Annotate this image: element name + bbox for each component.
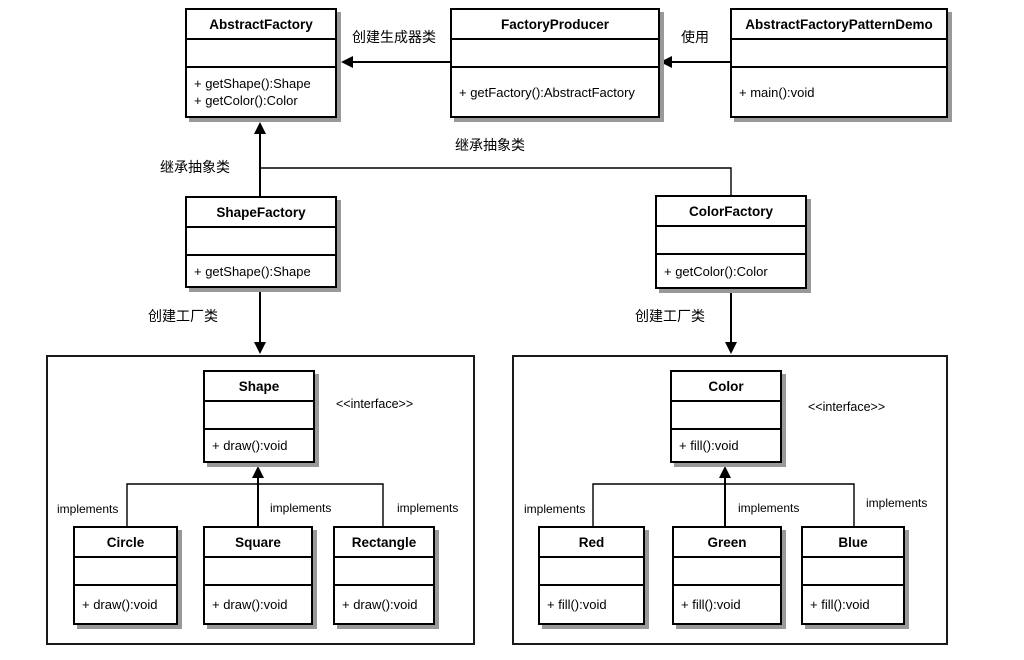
method-item: + fill():void: [681, 597, 741, 612]
edge-label-create-generator: 创建生成器类: [352, 29, 436, 45]
method-item: + getFactory():AbstractFactory: [459, 84, 635, 100]
fields-compartment: [187, 40, 335, 68]
edge-label-implements-red: implements: [524, 502, 586, 516]
class-title: Square: [205, 528, 311, 558]
arrow-demo-to-producer: [660, 56, 730, 68]
method-item: + main():void: [739, 84, 815, 100]
implements-connector-colors: [592, 466, 855, 526]
fields-compartment: [205, 558, 311, 586]
edge-label-create-factory-right: 创建工厂类: [635, 308, 705, 324]
class-box-rectangle: Rectangle + draw():void: [333, 526, 435, 625]
class-title: Shape: [205, 372, 313, 402]
fields-compartment: [187, 228, 335, 256]
class-box-abstract-factory: AbstractFactory + getShape():Shape + get…: [185, 8, 337, 118]
method-item: + fill():void: [547, 597, 607, 612]
method-item: + draw():void: [212, 438, 288, 453]
class-box-shape-factory: ShapeFactory + getShape():Shape: [185, 196, 337, 288]
class-box-blue: Blue + fill():void: [801, 526, 905, 625]
class-title: ColorFactory: [657, 197, 805, 227]
methods-compartment: + draw():void: [75, 586, 176, 623]
class-box-square: Square + draw():void: [203, 526, 313, 625]
edge-label-inherit-abstract-right: 继承抽象类: [455, 137, 525, 153]
edge-label-create-factory-left: 创建工厂类: [148, 308, 218, 324]
method-item: + draw():void: [342, 597, 418, 612]
fields-compartment: [540, 558, 643, 586]
fields-compartment: [205, 402, 313, 430]
class-title: AbstractFactoryPatternDemo: [732, 10, 946, 40]
methods-compartment: + main():void: [732, 68, 946, 116]
method-item: + draw():void: [212, 597, 288, 612]
class-box-circle: Circle + draw():void: [73, 526, 178, 625]
method-item: + draw():void: [82, 597, 158, 612]
edge-label-use: 使用: [681, 29, 709, 45]
edge-label-implements-circle: implements: [57, 502, 119, 516]
class-title: Blue: [803, 528, 903, 558]
color-group-frame: [512, 355, 948, 645]
fields-compartment: [75, 558, 176, 586]
arrow-colorfactory-to-color-group: [725, 291, 737, 354]
edge-label-implements-square: implements: [270, 501, 332, 515]
stereotype-interface-color: <<interface>>: [808, 400, 886, 414]
class-title: Color: [672, 372, 780, 402]
class-box-factory-producer: FactoryProducer + getFactory():AbstractF…: [450, 8, 660, 118]
edge-label-implements-green: implements: [738, 501, 800, 515]
edge-label-implements-rectangle: implements: [397, 501, 459, 515]
class-title: ShapeFactory: [187, 198, 335, 228]
methods-compartment: + draw():void: [335, 586, 433, 623]
methods-compartment: + fill():void: [540, 586, 643, 623]
arrow-shapefactory-to-shape-group: [254, 290, 266, 354]
fields-compartment: [672, 402, 780, 430]
class-title: Rectangle: [335, 528, 433, 558]
methods-compartment: + getColor():Color: [657, 255, 805, 287]
class-title: Circle: [75, 528, 176, 558]
class-box-demo: AbstractFactoryPatternDemo + main():void: [730, 8, 948, 118]
method-item: + fill():void: [810, 597, 870, 612]
class-title: FactoryProducer: [452, 10, 658, 40]
methods-compartment: + getFactory():AbstractFactory: [452, 68, 658, 116]
class-box-color-interface: Color + fill():void: [670, 370, 782, 463]
implements-connector-shapes: [126, 466, 384, 526]
class-title: Red: [540, 528, 643, 558]
class-box-green: Green + fill():void: [672, 526, 782, 625]
methods-compartment: + fill():void: [672, 430, 780, 461]
shape-group-frame: [46, 355, 475, 645]
method-item: + getColor():Color: [194, 93, 298, 108]
class-box-color-factory: ColorFactory + getColor():Color: [655, 195, 807, 289]
method-item: + getColor():Color: [664, 263, 768, 279]
class-box-red: Red + fill():void: [538, 526, 645, 625]
fields-compartment: [335, 558, 433, 586]
class-title: AbstractFactory: [187, 10, 335, 40]
fields-compartment: [803, 558, 903, 586]
class-box-shape-interface: Shape + draw():void: [203, 370, 315, 463]
fields-compartment: [674, 558, 780, 586]
methods-compartment: + getShape():Shape: [187, 256, 335, 286]
method-item: + fill():void: [679, 438, 739, 453]
method-item: + getShape():Shape: [194, 263, 311, 279]
stereotype-interface-shape: <<interface>>: [336, 397, 414, 411]
methods-compartment: + draw():void: [205, 430, 313, 461]
arrow-factories-inherit-abstractfactory: [254, 122, 732, 196]
methods-compartment: + fill():void: [674, 586, 780, 623]
methods-compartment: + getShape():Shape + getColor():Color: [187, 68, 335, 116]
arrow-producer-to-abstractfactory: [341, 56, 450, 68]
class-title: Green: [674, 528, 780, 558]
method-item: + getShape():Shape: [194, 76, 311, 91]
edge-label-implements-blue: implements: [866, 496, 928, 510]
fields-compartment: [732, 40, 946, 68]
methods-compartment: + draw():void: [205, 586, 311, 623]
fields-compartment: [657, 227, 805, 255]
fields-compartment: [452, 40, 658, 68]
methods-compartment: + fill():void: [803, 586, 903, 623]
edge-label-inherit-abstract-left: 继承抽象类: [160, 159, 230, 175]
